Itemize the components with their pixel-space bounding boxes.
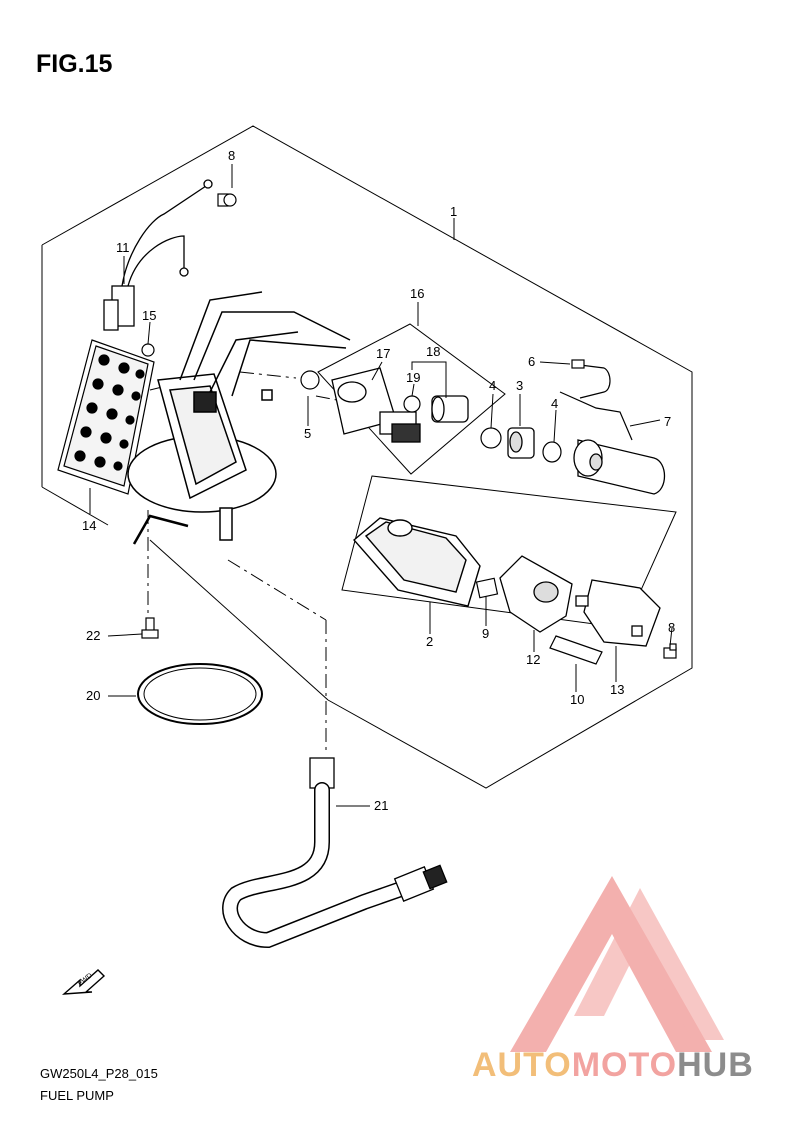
fwd-arrow-icon: FWD: [61, 969, 106, 995]
callout-6: 6: [528, 354, 535, 369]
filter-cover-part-2: [353, 517, 481, 607]
callout-5: 5: [304, 426, 311, 441]
footer-code: GW250L4_P28_015: [40, 1066, 158, 1081]
callout-4-left: 4: [489, 378, 496, 393]
subassembly-16-boundary: [317, 323, 506, 475]
watermark-part-moto: MOTO: [571, 1046, 678, 1084]
watermark-part-hub: HUB: [677, 1046, 754, 1084]
plate-part-12: [499, 555, 573, 633]
callout-7: 7: [664, 414, 671, 429]
bracket-part-13: [575, 579, 661, 647]
callout-15: 15: [142, 308, 156, 323]
callout-21: 21: [374, 798, 388, 813]
gasket-part-20: [137, 663, 263, 725]
fitting-part-18: [431, 395, 469, 423]
screw-part-8-right: [663, 643, 677, 659]
regulator-part-17: [331, 367, 421, 443]
watermark-logo: [510, 876, 724, 1052]
seal-part-9: [475, 577, 499, 599]
cap-part-3: [507, 427, 535, 459]
watermark-part-auto: AUTO: [472, 1046, 572, 1084]
callout-1: 1: [450, 204, 457, 219]
callout-14: 14: [82, 518, 96, 533]
fuel-pump-part-7: [573, 439, 666, 495]
callout-16: 16: [410, 286, 424, 301]
callout-18: 18: [426, 344, 440, 359]
callout-8-top: 8: [228, 148, 235, 163]
screw-part-8-top: [217, 193, 237, 207]
leader-lines: [89, 164, 673, 807]
callout-4-right: 4: [551, 396, 558, 411]
clip-part-15: [141, 343, 155, 357]
callout-3: 3: [516, 378, 523, 393]
assembly-boundary: [41, 125, 693, 789]
bar-part-10: [549, 635, 603, 665]
callout-12: 12: [526, 652, 540, 667]
callout-13: 13: [610, 682, 624, 697]
pump-wire-part-6: [559, 359, 633, 441]
washer-part-5: [300, 370, 320, 390]
fuel-hose-part-21: [222, 757, 448, 949]
bolt-part-22: [141, 617, 159, 639]
callout-22: 22: [86, 628, 100, 643]
callout-2: 2: [426, 634, 433, 649]
callout-17: 17: [376, 346, 390, 361]
callout-9: 9: [482, 626, 489, 641]
perforated-cover-part-14: [57, 339, 155, 495]
figure-title: FIG.15: [36, 50, 113, 78]
callout-10: 10: [570, 692, 584, 707]
callout-labels: 1 8 11 15 14 16 17 18 19 5 4 3 4 6 7 2 9…: [82, 148, 675, 813]
footer-name: FUEL PUMP: [40, 1088, 114, 1103]
washer-part-4-right: [542, 441, 562, 463]
callout-19: 19: [406, 370, 420, 385]
wiring-connector-part-11: [103, 179, 213, 331]
pump-bracket-assembly: [127, 291, 351, 545]
watermark-text: AUTOMOTOHUB: [472, 1046, 754, 1085]
callout-20: 20: [86, 688, 100, 703]
callout-11: 11: [116, 240, 130, 255]
washer-part-4-left: [480, 427, 502, 449]
o-ring-part-19: [403, 395, 421, 413]
callout-8-right: 8: [668, 620, 675, 635]
